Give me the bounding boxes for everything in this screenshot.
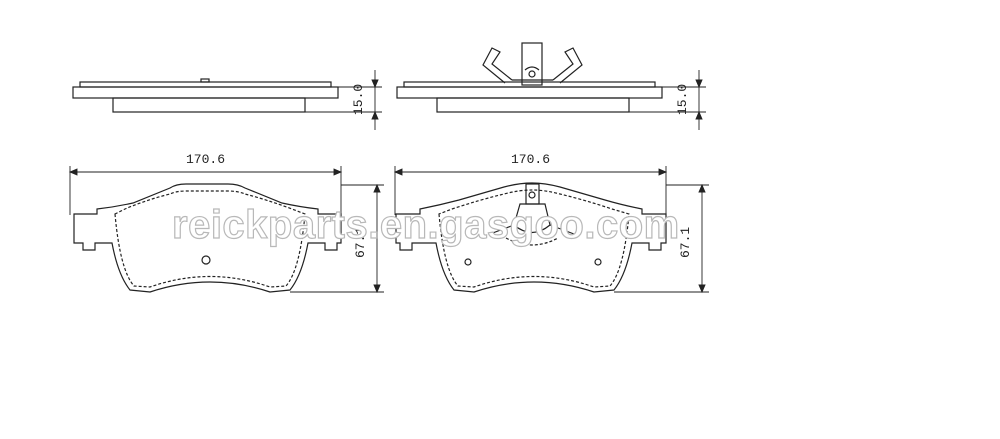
right-height-dimension xyxy=(614,183,709,294)
right-height-label: 67.1 xyxy=(678,227,693,258)
right-spring-clip xyxy=(482,42,583,86)
left-width-dimension xyxy=(68,166,343,215)
watermark-text: reickparts.en.gasgoo.com xyxy=(172,203,680,247)
right-friction-outline xyxy=(438,189,630,288)
left-height-dimension xyxy=(290,183,384,294)
right-friction-material-profile xyxy=(436,97,630,113)
left-width-label: 170.6 xyxy=(186,152,225,167)
right-pad-front-view xyxy=(395,182,667,293)
left-pad-front-view xyxy=(73,183,342,293)
left-sensor-tab xyxy=(200,78,210,83)
left-friction-outline xyxy=(114,190,306,288)
right-thickness-dimension xyxy=(629,70,706,130)
right-plate-lip xyxy=(403,81,656,88)
left-pad-hole xyxy=(201,255,211,265)
right-face-clip xyxy=(489,183,575,246)
right-width-label: 170.6 xyxy=(511,152,550,167)
left-height-label: 67.1 xyxy=(353,227,368,258)
right-pad-hole-right xyxy=(594,258,602,266)
right-pad-hole-left xyxy=(464,258,472,266)
right-thickness-label: 15.0 xyxy=(675,84,690,115)
left-thickness-dimension xyxy=(305,70,382,130)
left-backing-plate-outline xyxy=(73,183,342,293)
left-side-view xyxy=(72,78,339,113)
right-width-dimension xyxy=(393,166,668,215)
left-plate-lip xyxy=(79,81,332,88)
left-friction-material-profile xyxy=(112,97,306,113)
right-side-view xyxy=(396,42,663,113)
left-thickness-label: 15.0 xyxy=(351,84,366,115)
right-backing-plate-outline xyxy=(395,182,667,293)
right-backing-plate-profile xyxy=(396,86,663,99)
left-backing-plate-profile xyxy=(72,86,339,99)
